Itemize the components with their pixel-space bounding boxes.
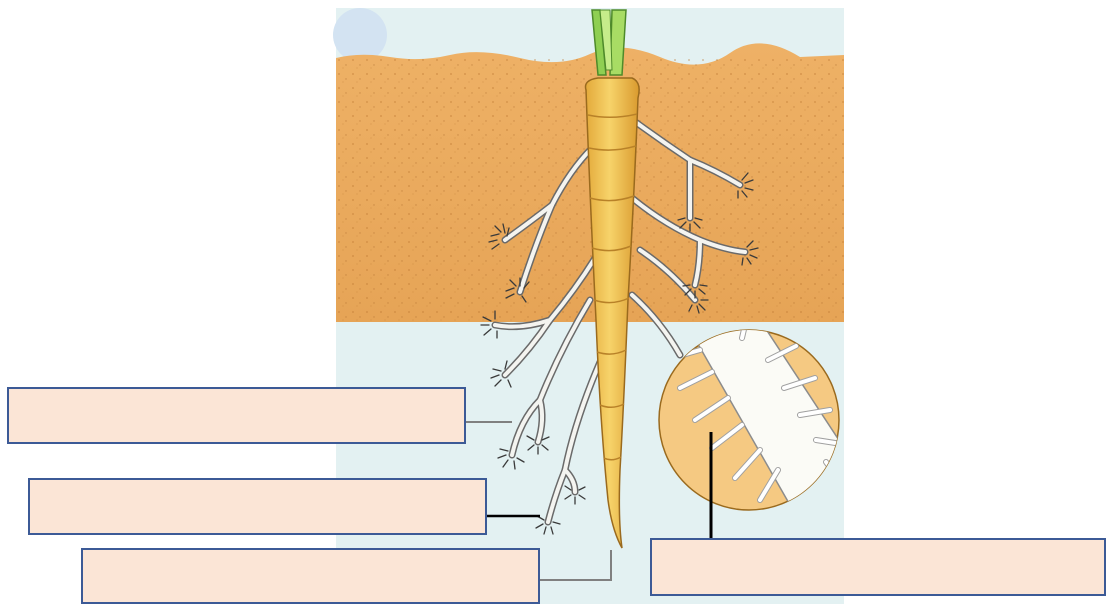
label-box-root-hairs[interactable] — [650, 538, 1106, 596]
label-box-main-root-tip[interactable] — [81, 548, 540, 604]
sun-disc — [333, 8, 387, 62]
label-box-fine-roots[interactable] — [28, 478, 487, 535]
label-box-branch-roots[interactable] — [7, 387, 466, 444]
leaf-stalks — [592, 10, 626, 75]
